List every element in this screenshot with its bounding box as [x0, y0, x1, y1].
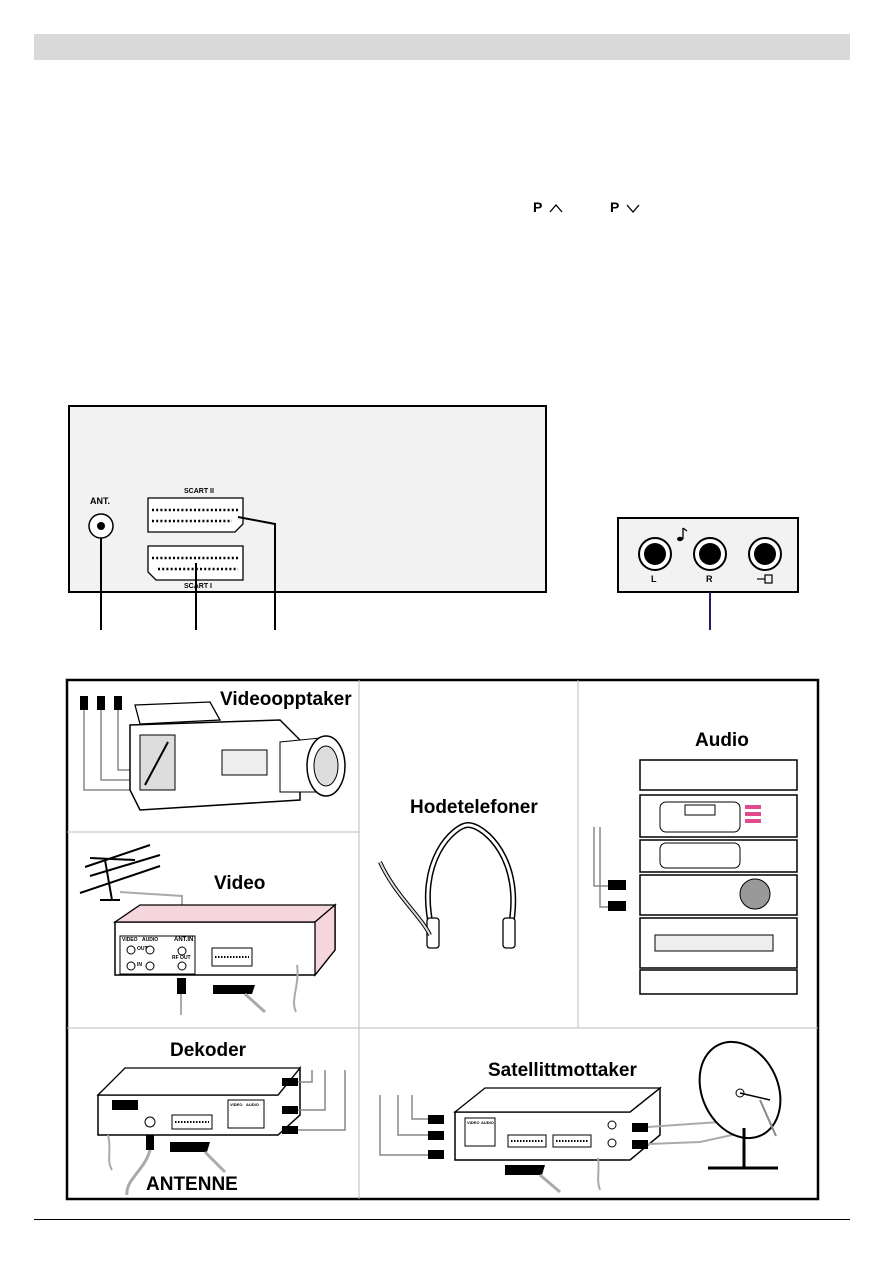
scart2-connector-icon — [147, 497, 244, 533]
satellite-audio-label: AUDIO — [481, 1120, 494, 1125]
audio-left-jack-icon — [638, 537, 672, 571]
p-down-label: P — [610, 199, 620, 215]
vcr-in-label: IN — [137, 962, 142, 968]
audio-right-label: R — [706, 574, 713, 584]
vcr-rf-out-label: RF OUT — [172, 955, 191, 961]
channel-keys: P P — [533, 199, 641, 215]
audio-title: Audio — [695, 730, 749, 751]
satellite-dish-icon — [698, 1040, 782, 1170]
camcorder-icon — [80, 696, 346, 811]
headphones-icon — [378, 821, 517, 949]
vcr-icon — [79, 844, 337, 1015]
audio-right-jack-icon — [693, 537, 727, 571]
decoder-audio-label: AUDIO — [246, 1102, 259, 1107]
stereo-system-icon — [593, 759, 798, 995]
antenna-mast-icon — [79, 844, 183, 910]
rear-panel-diagram — [68, 405, 799, 630]
video-title: Video — [214, 873, 266, 894]
vcr-audio-label: AUDIO — [142, 937, 159, 943]
chevron-down-icon — [626, 204, 640, 214]
p-up-label: P — [533, 199, 543, 215]
vcr-video-label: VIDEO — [122, 937, 138, 943]
music-note-icon — [677, 527, 688, 542]
vcr-out-label: OUT — [137, 946, 148, 952]
header-bar — [34, 34, 850, 60]
antenna-title: ANTENNE — [146, 1174, 238, 1195]
scart1-label: SCART I — [184, 583, 212, 590]
vcr-ant-in-label: ANT.IN — [174, 937, 194, 943]
headphones-title: Hodetelefoner — [410, 797, 538, 818]
decoder-video-label: VIDEO — [230, 1102, 243, 1107]
satellite-video-label: VIDEO — [467, 1120, 480, 1125]
decoder-title: Dekoder — [170, 1040, 247, 1061]
camcorder-title: Videoopptaker — [220, 689, 352, 710]
scart2-label: SCART II — [184, 488, 214, 495]
headphone-jack-icon — [748, 537, 782, 571]
decoder-icon — [96, 1065, 346, 1196]
chevron-up-icon — [549, 204, 563, 213]
headphone-out-icon — [757, 574, 773, 584]
audio-left-label: L — [651, 574, 657, 584]
satellite-receiver-icon — [379, 1086, 756, 1194]
footer-rule — [34, 1219, 850, 1220]
antenna-label: ANT. — [90, 496, 110, 506]
satellite-title: Satellittmottaker — [488, 1060, 637, 1081]
